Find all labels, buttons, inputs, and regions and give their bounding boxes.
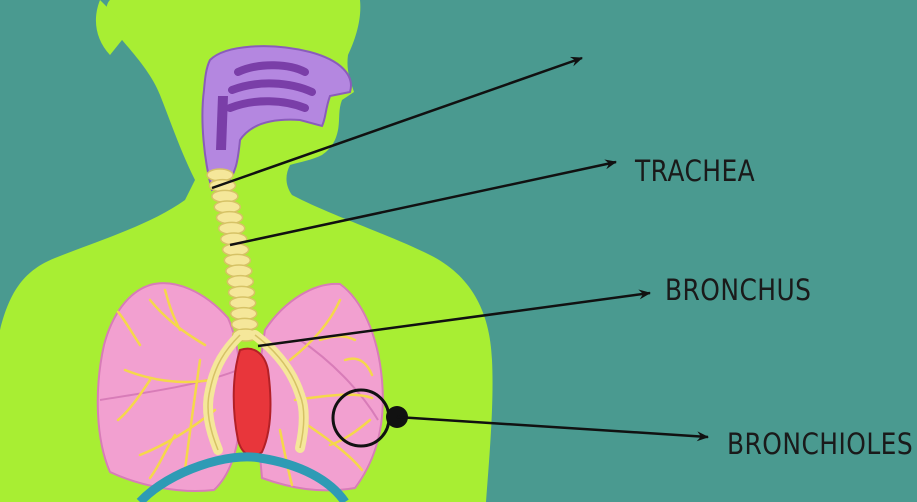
arrow-icon [396, 415, 709, 442]
arrow-icon [257, 289, 651, 348]
diaphragm [136, 452, 349, 502]
nasal-cavity [201, 45, 352, 192]
label-bronchus: BRONCHUS [665, 273, 812, 307]
main-bronchi-outline [207, 334, 305, 451]
lungs [96, 282, 384, 493]
label-bronchioles: BRONCHIOLES [727, 427, 914, 461]
label-trachea: TRACHEA [635, 154, 756, 188]
arrows [211, 56, 709, 442]
heart [232, 347, 272, 457]
arrow-icon [211, 56, 583, 190]
turbinates [226, 61, 316, 112]
arrow-icon [229, 159, 617, 247]
